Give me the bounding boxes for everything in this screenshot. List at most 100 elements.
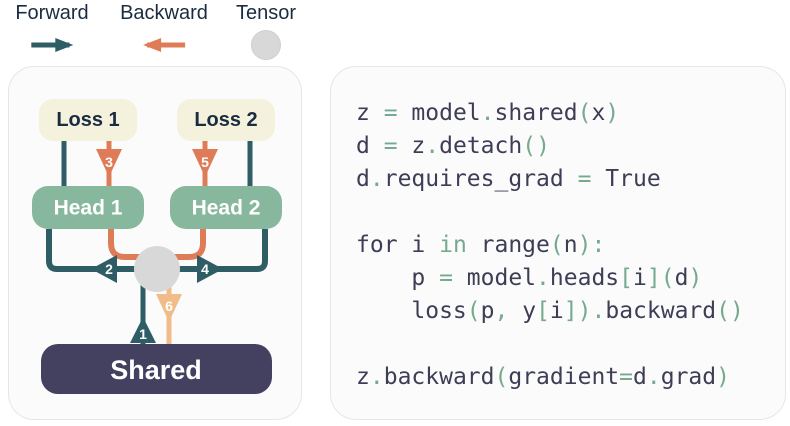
code-token: .	[591, 298, 606, 324]
code-token: d	[356, 166, 370, 192]
code-token: range	[480, 232, 550, 258]
code-panel: z = model.shared(x)d = z.detach()d.requi…	[330, 66, 786, 420]
diagram-panel: 3 5 2 4 1 6 Loss 1 Loss 2 Head 1 Head 2 …	[8, 66, 302, 420]
loss1-label: Loss 1	[56, 109, 119, 131]
arrowhead-step-1	[130, 317, 156, 343]
code-token: .	[369, 166, 384, 192]
code-line: p = model.heads[i](d)	[356, 262, 785, 295]
code-line: for i in range(n):	[356, 229, 785, 262]
code-token: z	[356, 364, 370, 390]
shared-label: Shared	[110, 355, 202, 385]
code-token: (	[577, 100, 592, 126]
head2-label: Head 2	[192, 197, 261, 220]
step-label-4: 4	[201, 261, 209, 277]
code-token: =	[577, 166, 606, 192]
code-token: z	[356, 100, 384, 126]
code-token: p	[356, 265, 440, 291]
code-token: for i	[356, 232, 440, 258]
loss2-label: Loss 2	[194, 109, 257, 131]
code-token: )	[716, 364, 730, 390]
code-token: .	[480, 100, 495, 126]
code-token: ()	[716, 298, 744, 324]
code-token: .	[536, 265, 550, 291]
step-label-5: 5	[201, 154, 209, 170]
code-token: model	[411, 100, 481, 126]
code-line: d = z.detach()	[356, 130, 785, 163]
code-token: [	[619, 265, 634, 291]
code-token: =	[619, 364, 633, 390]
legend-tensor-label: Tensor	[235, 2, 297, 24]
code-token: backward	[383, 364, 495, 390]
arrowhead-step-4	[197, 255, 223, 283]
backward-arrow-icon	[141, 30, 187, 60]
legend-item-forward: Forward	[15, 2, 89, 60]
code-token: ,	[494, 298, 523, 324]
backward-arrow-glyph	[143, 38, 185, 52]
code-line: loss(p, y[i]).backward()	[356, 295, 785, 328]
code-token: p	[480, 298, 495, 324]
code-line	[356, 196, 785, 229]
code-token: .	[646, 364, 661, 390]
code-token: )	[605, 100, 620, 126]
code-token: model	[466, 265, 537, 291]
code-token: i	[633, 265, 647, 291]
code-token: i	[549, 298, 564, 324]
code-token: y	[522, 298, 537, 324]
shared-node	[41, 344, 272, 394]
code-token: =	[439, 265, 467, 291]
legend-item-tensor: Tensor	[236, 2, 296, 60]
step-label-1: 1	[139, 326, 147, 342]
code-token: ](	[646, 265, 675, 291]
code-token: .	[369, 364, 384, 390]
backward-path-head1-tensor	[108, 229, 149, 260]
code-token: [	[536, 298, 550, 324]
head1-label: Head 1	[54, 197, 123, 220]
code-token: )	[688, 265, 703, 291]
legend-backward-label: Backward	[120, 2, 208, 24]
code-token: z	[411, 133, 426, 159]
code-token: ):	[577, 232, 606, 258]
code-token: (	[494, 364, 509, 390]
head2-node	[170, 186, 282, 229]
code-token: True	[605, 166, 661, 192]
code-token: shared	[494, 100, 578, 126]
code-line: d.requires_grad = True	[356, 163, 785, 196]
code-block: z = model.shared(x)d = z.detach()d.requi…	[331, 67, 785, 394]
legend-item-backward: Backward	[120, 2, 208, 60]
code-token: d	[633, 364, 647, 390]
code-token: heads	[549, 265, 620, 291]
head1-node	[32, 186, 144, 229]
tensor-dot	[251, 30, 281, 60]
step-label-6: 6	[165, 298, 173, 314]
code-token: grad	[660, 364, 717, 390]
code-token: requires_grad	[383, 166, 578, 192]
code-token: d	[356, 133, 384, 159]
code-token: loss	[356, 298, 467, 324]
code-token: (	[549, 232, 564, 258]
loss1-node	[39, 99, 137, 141]
code-token: detach	[439, 133, 523, 159]
code-line: z = model.shared(x)	[356, 97, 785, 130]
code-token: n	[563, 232, 578, 258]
loss2-node	[177, 99, 275, 141]
code-token: gradient	[508, 364, 620, 390]
forward-arrow-glyph	[30, 38, 73, 52]
arrowhead-step-5	[192, 149, 218, 177]
code-token: =	[383, 100, 412, 126]
code-line: z.backward(gradient=d.grad)	[356, 361, 785, 394]
arrowhead-step-3	[96, 149, 122, 177]
arrowhead-step-6	[156, 294, 182, 322]
forward-path-tensor-head2	[165, 229, 268, 272]
code-token: ])	[563, 298, 592, 324]
forward-path-tensor-head1	[46, 229, 149, 272]
arrowhead-step-2	[91, 255, 117, 283]
step-label-3: 3	[105, 154, 113, 170]
tensor-node	[134, 246, 180, 292]
code-line	[356, 328, 785, 361]
legend-forward-label: Forward	[15, 2, 89, 24]
model-flow-diagram: 3 5 2 4 1 6 Loss 1 Loss 2 Head 1 Head 2 …	[32, 99, 282, 394]
code-token: ()	[522, 133, 550, 159]
forward-arrow-icon	[29, 30, 75, 60]
code-token: =	[383, 133, 412, 159]
backward-path-head2-tensor	[165, 229, 206, 260]
